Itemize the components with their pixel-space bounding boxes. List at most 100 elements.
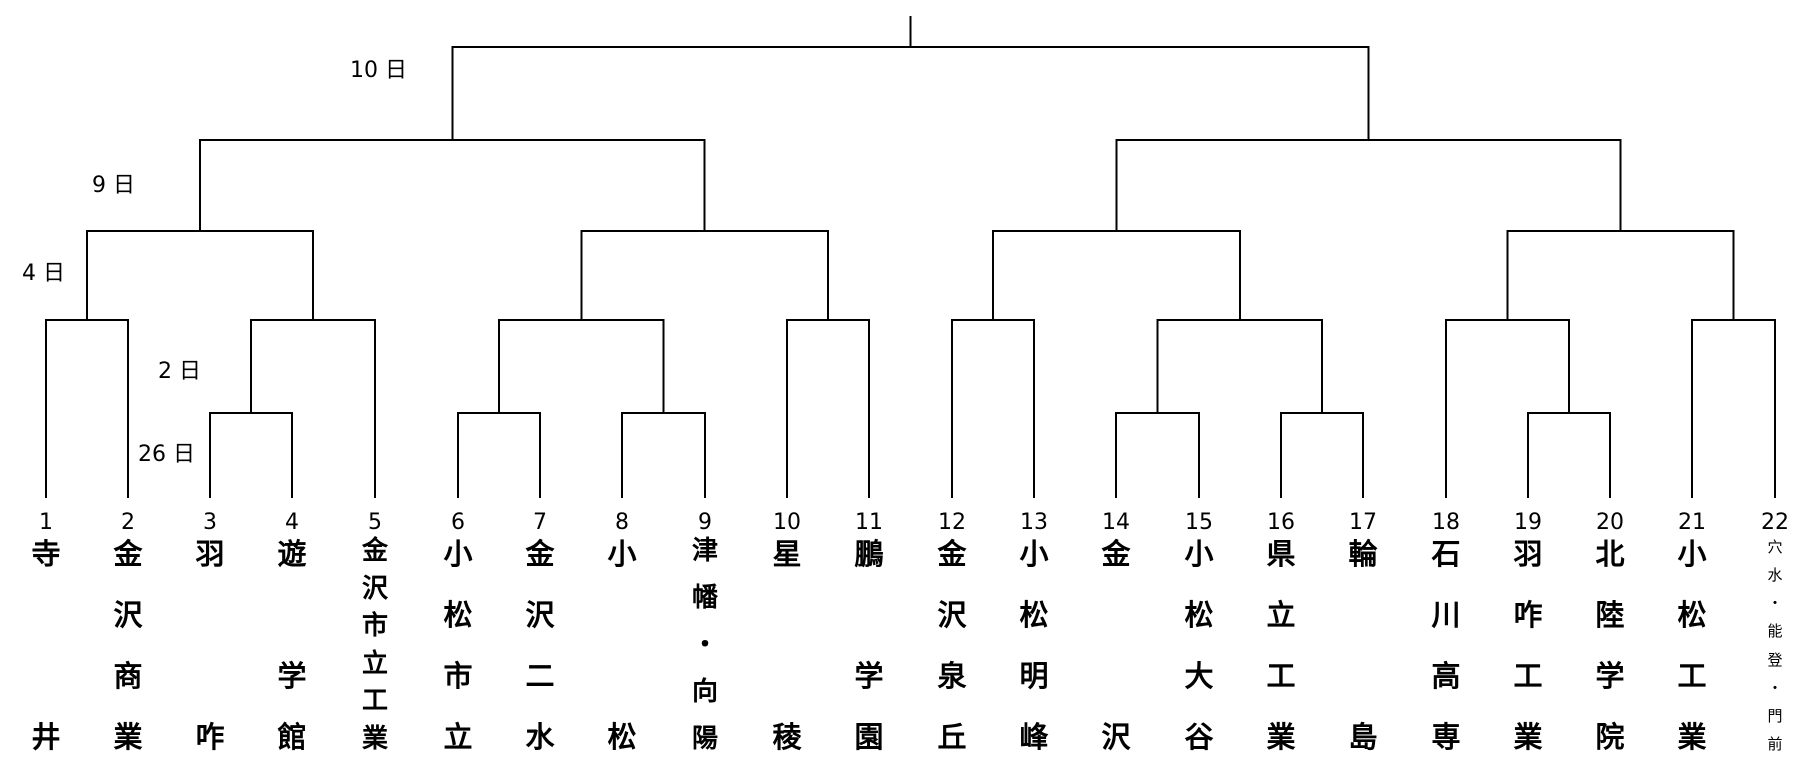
team-name-char: 学 bbox=[854, 659, 884, 693]
final bbox=[451, 46, 1370, 140]
team-name-char: ・ bbox=[691, 630, 718, 660]
team-name-char: 輪 bbox=[1348, 537, 1378, 571]
round-label-semifinal: 9 日 bbox=[92, 173, 135, 198]
team-name-char: 鵬 bbox=[854, 537, 884, 571]
team-name: 北陸学院 bbox=[1580, 538, 1640, 753]
team-name-char: 陽 bbox=[691, 724, 718, 754]
team-name-char: 金 bbox=[525, 537, 555, 571]
entry-slot: 12 金沢泉丘 bbox=[922, 510, 982, 753]
round-label-quarterfinal: 4 日 bbox=[22, 261, 65, 286]
match-21-vs-22 bbox=[1691, 319, 1776, 498]
entry-number: 14 bbox=[1102, 510, 1130, 535]
team-name-char: 遊 bbox=[277, 537, 307, 571]
team-name-char: 前 bbox=[1767, 734, 1783, 753]
team-name-char: 工 bbox=[361, 686, 388, 717]
team-name-char: 商 bbox=[113, 659, 143, 693]
team-name-char: 咋 bbox=[1513, 598, 1543, 632]
team-name-char: 工 bbox=[1266, 659, 1296, 693]
team-name: 羽咋工業 bbox=[1498, 538, 1558, 753]
team-name-char: 二 bbox=[525, 659, 555, 693]
team-name-char: 業 bbox=[361, 723, 388, 754]
team-name-char: 学 bbox=[277, 659, 307, 693]
round-label-final: 10 日 bbox=[350, 58, 407, 83]
team-name-char: 能 bbox=[1767, 622, 1783, 641]
team-name-char: 陸 bbox=[1595, 598, 1625, 632]
team-name-char: 幡 bbox=[691, 583, 718, 613]
team-name-char: 松 bbox=[1184, 598, 1214, 632]
team-name-char: 小 bbox=[1019, 537, 1049, 571]
team-name: 石川高専 bbox=[1416, 538, 1476, 753]
team-name: 金沢泉丘 bbox=[922, 538, 982, 753]
team-name-char: 門 bbox=[1767, 706, 1783, 725]
entry-number: 3 bbox=[203, 510, 217, 535]
entry-number: 1 bbox=[39, 510, 53, 535]
team-name-char: 工 bbox=[1677, 659, 1707, 693]
team-name: 小松 bbox=[592, 538, 652, 753]
team-name-char: 業 bbox=[1513, 720, 1543, 754]
quarterfinal-4 bbox=[1506, 230, 1735, 320]
match-34-vs-5 bbox=[250, 319, 376, 498]
team-name-char: 業 bbox=[113, 720, 143, 754]
team-name-char: 谷 bbox=[1184, 720, 1214, 754]
team-name-char: 金 bbox=[937, 537, 967, 571]
team-name-char: 小 bbox=[1677, 537, 1707, 571]
team-name-char: 高 bbox=[1431, 659, 1461, 693]
match-14-vs-15 bbox=[1115, 412, 1200, 498]
quarterfinal-2 bbox=[580, 230, 829, 320]
match-67-vs-89 bbox=[498, 319, 665, 413]
semifinal-1 bbox=[199, 139, 706, 231]
team-name: 星稜 bbox=[757, 538, 817, 753]
match-18-vs-1920 bbox=[1445, 319, 1570, 498]
match-19-vs-20 bbox=[1527, 412, 1611, 498]
entry-number: 18 bbox=[1432, 510, 1460, 535]
entry-slot: 14 金沢 bbox=[1086, 510, 1146, 753]
entry-number: 11 bbox=[855, 510, 883, 535]
team-name: 金沢 bbox=[1086, 538, 1146, 753]
team-name-char: 丘 bbox=[937, 720, 967, 754]
entry-number: 12 bbox=[938, 510, 966, 535]
team-name-char: 松 bbox=[1019, 598, 1049, 632]
team-name-char: 川 bbox=[1431, 598, 1461, 632]
team-name-char: 向 bbox=[691, 677, 718, 707]
team-name-char: 業 bbox=[1266, 720, 1296, 754]
team-name-char: 咋 bbox=[195, 720, 225, 754]
team-name-char: 津 bbox=[691, 536, 718, 566]
entry-number: 2 bbox=[121, 510, 135, 535]
team-name-char: 島 bbox=[1348, 720, 1378, 754]
team-name-char: 学 bbox=[1595, 659, 1625, 693]
team-name-char: 沢 bbox=[525, 598, 555, 632]
team-name-char: 専 bbox=[1431, 720, 1461, 754]
team-name: 穴水・能登・門前 bbox=[1745, 538, 1805, 753]
entry-number: 9 bbox=[698, 510, 712, 535]
match-10-vs-11 bbox=[786, 319, 870, 498]
team-name-char: 沢 bbox=[113, 598, 143, 632]
entry-number: 16 bbox=[1267, 510, 1295, 535]
match-3-vs-4 bbox=[209, 412, 293, 498]
team-name: 小松明峰 bbox=[1004, 538, 1064, 753]
team-name: 鵬学園 bbox=[839, 538, 899, 753]
team-name-char: 石 bbox=[1431, 537, 1461, 571]
entry-number: 4 bbox=[285, 510, 299, 535]
round-label-first-round: 26 日 bbox=[138, 442, 195, 467]
entry-slot: 2 金沢商業 bbox=[98, 510, 158, 753]
team-name-char: 登 bbox=[1767, 650, 1783, 669]
entry-number: 19 bbox=[1514, 510, 1542, 535]
team-name-char: 井 bbox=[31, 720, 61, 754]
team-name: 金沢商業 bbox=[98, 538, 158, 753]
team-name: 小松大谷 bbox=[1169, 538, 1229, 753]
team-name-char: 松 bbox=[607, 720, 637, 754]
team-name-char: 沢 bbox=[1101, 720, 1131, 754]
team-name: 遊学館 bbox=[262, 538, 322, 753]
match-1415-vs-1617 bbox=[1156, 319, 1323, 413]
semifinal-2 bbox=[1115, 139, 1622, 231]
